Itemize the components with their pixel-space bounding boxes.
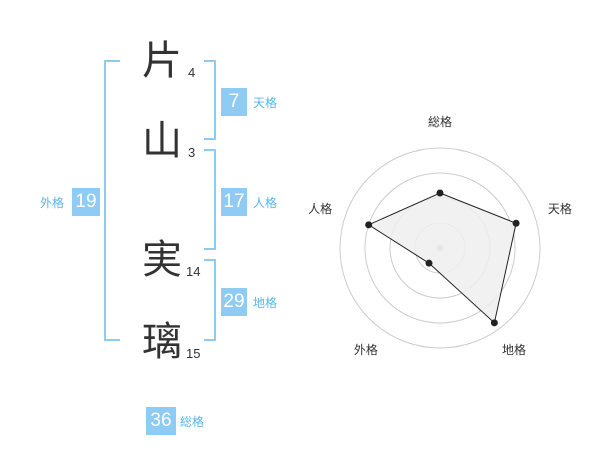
jinkaku-label: 人格	[253, 196, 278, 210]
radar-point-2	[512, 219, 520, 227]
radar-ring	[339, 147, 541, 349]
jinkaku-badge: 17	[221, 188, 247, 216]
stroke-count-3: 14	[186, 264, 201, 279]
name-char-4: 璃	[142, 319, 182, 365]
name-char-2: 山	[142, 118, 182, 164]
radar-axis-label-1: 総格	[428, 114, 452, 129]
radar-ring	[364, 172, 516, 324]
stroke-count-2: 3	[188, 145, 196, 160]
chikaku-label: 地格	[253, 296, 278, 310]
gaikaku-badge: 19	[72, 188, 100, 216]
radar-axis-label-3: 地格	[502, 342, 526, 357]
jinkaku-bracket	[204, 149, 216, 250]
tenkaku-badge: 7	[221, 88, 247, 116]
gaikaku-label: 外格	[40, 196, 65, 210]
radar-series-area	[367, 192, 517, 324]
radar-point-5	[365, 221, 373, 229]
soukaku-badge: 36	[146, 407, 176, 435]
radar-points	[365, 189, 520, 327]
radar-axis-label-4: 外格	[354, 342, 378, 357]
radar-axis-label-2: 天格	[548, 201, 572, 216]
radar-point-1	[436, 189, 444, 197]
tenkaku-label: 天格	[253, 96, 278, 110]
name-char-1: 片	[142, 38, 182, 84]
radar-axis-label-5: 人格	[308, 201, 332, 216]
chikaku-bracket	[204, 259, 216, 341]
radar-point-4	[425, 259, 433, 267]
stroke-count-4: 15	[186, 346, 201, 361]
soukaku-label: 総格	[180, 415, 205, 429]
stroke-count-1: 4	[188, 65, 196, 80]
radar-point-3	[490, 319, 498, 327]
name-char-3: 実	[142, 237, 182, 283]
tenkaku-bracket	[204, 60, 216, 140]
chikaku-badge: 29	[221, 288, 247, 316]
gaikaku-bracket	[104, 60, 120, 341]
